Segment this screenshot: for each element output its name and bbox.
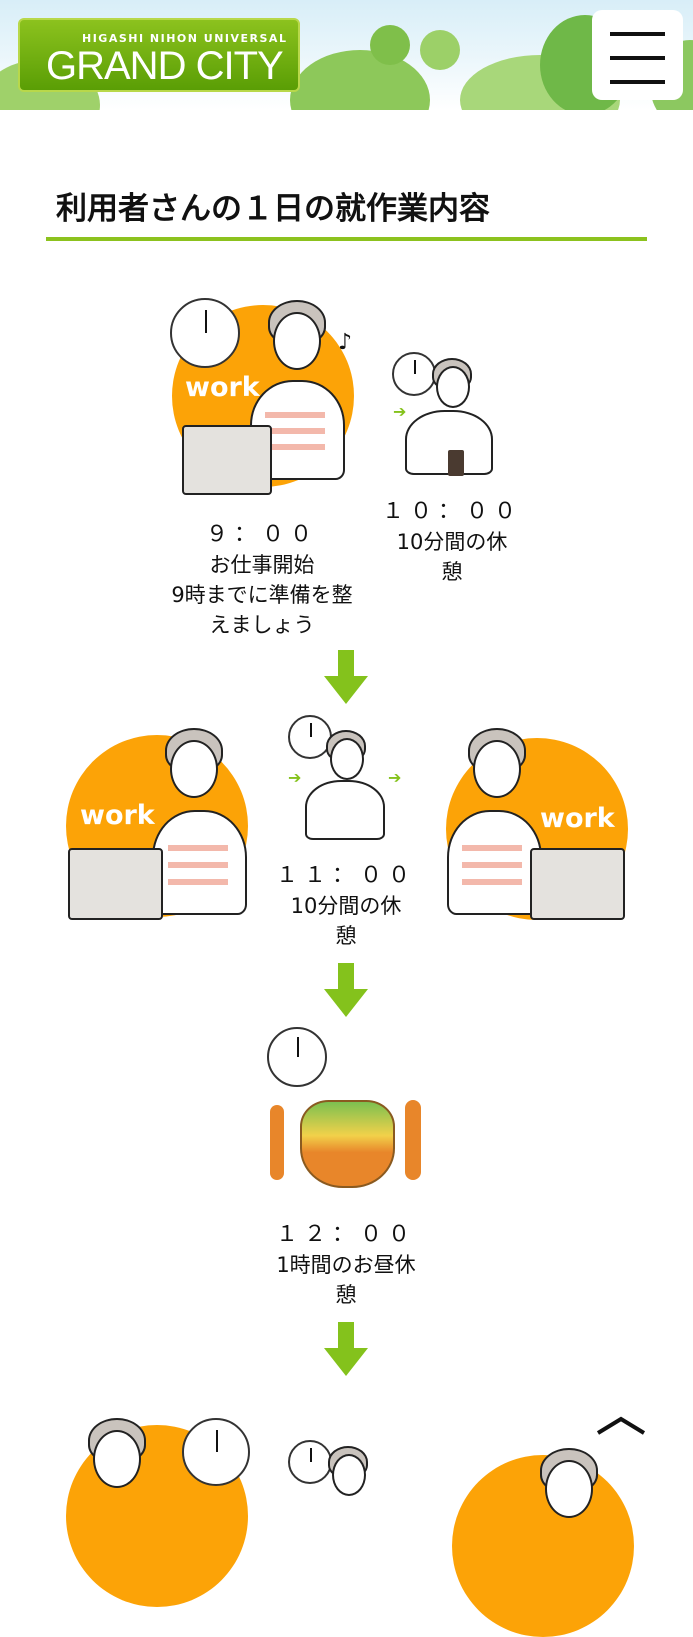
schedule-entry-9: ９：００ お仕事開始 9時までに準備を整 えましょう bbox=[130, 520, 394, 640]
person-figure bbox=[305, 780, 385, 840]
logo-subtitle: HIGASHI NIHON UNIVERSAL bbox=[82, 32, 288, 45]
clock-icon bbox=[288, 1440, 332, 1484]
schedule-entry-12: １２：００ 1時間のお昼休 憩 bbox=[236, 1220, 456, 1310]
spoon-icon bbox=[405, 1100, 421, 1180]
description-line: 9時までに準備を整 bbox=[171, 583, 353, 607]
description-line: 憩 bbox=[335, 1283, 357, 1307]
face bbox=[545, 1460, 593, 1518]
chevron-up-icon bbox=[596, 1416, 646, 1435]
work-label: work bbox=[185, 372, 260, 403]
laptop-icon bbox=[530, 848, 625, 920]
tree-decoration bbox=[290, 50, 430, 110]
time-label: ９：００ bbox=[205, 522, 318, 547]
clock-icon bbox=[288, 715, 332, 759]
down-arrow-icon bbox=[324, 1322, 368, 1378]
clock-icon bbox=[267, 1027, 327, 1087]
face bbox=[332, 1454, 366, 1496]
down-arrow-icon bbox=[324, 963, 368, 1019]
face bbox=[93, 1430, 141, 1488]
description-line: 憩 bbox=[335, 924, 357, 948]
face bbox=[273, 312, 321, 370]
title-divider bbox=[46, 237, 647, 241]
hamburger-icon bbox=[610, 56, 665, 60]
laptop-icon bbox=[182, 425, 272, 495]
hamburger-icon bbox=[610, 32, 665, 36]
clock-icon bbox=[170, 298, 240, 368]
green-arrow-icon: ➔ bbox=[388, 768, 402, 787]
schedule-entry-10: １０：００ 10分間の休 憩 bbox=[372, 497, 532, 587]
site-header: HIGASHI NIHON UNIVERSAL GRAND CITY bbox=[0, 0, 693, 110]
fork-icon bbox=[270, 1105, 284, 1180]
schedule-entry-11: １１：００ 10分間の休 憩 bbox=[266, 861, 426, 951]
description-line: お仕事開始 bbox=[209, 553, 315, 577]
work-label: work bbox=[540, 803, 615, 834]
tree-decoration bbox=[420, 30, 460, 70]
bento-box-icon bbox=[300, 1100, 395, 1188]
face bbox=[473, 740, 521, 798]
tree-decoration bbox=[370, 25, 410, 65]
back-to-top-button[interactable] bbox=[596, 1415, 646, 1445]
face bbox=[170, 740, 218, 798]
description-line: えましょう bbox=[209, 613, 315, 637]
menu-button[interactable] bbox=[592, 10, 683, 100]
green-arrow-icon: ➔ bbox=[288, 768, 302, 787]
work-label: work bbox=[80, 800, 155, 831]
laptop-icon bbox=[68, 848, 163, 920]
description-line: 憩 bbox=[441, 560, 463, 584]
clock-icon bbox=[182, 1418, 250, 1486]
page-title: 利用者さんの１日の就作業内容 bbox=[56, 191, 490, 227]
logo-title: GRAND CITY bbox=[46, 44, 284, 88]
description-line: 10分間の休 bbox=[290, 894, 402, 918]
down-arrow-icon bbox=[324, 650, 368, 706]
description-line: 1時間のお昼休 bbox=[276, 1253, 416, 1277]
time-label: １０：００ bbox=[381, 499, 522, 524]
music-note-icon: ♪ bbox=[338, 330, 353, 355]
face bbox=[330, 738, 364, 780]
time-label: １２：００ bbox=[275, 1222, 416, 1247]
green-arrow-icon: ➔ bbox=[393, 402, 407, 421]
hamburger-icon bbox=[610, 80, 665, 84]
time-label: １１：００ bbox=[275, 863, 416, 888]
description-line: 10分間の休 bbox=[396, 530, 508, 554]
clock-icon bbox=[392, 352, 436, 396]
site-logo[interactable]: HIGASHI NIHON UNIVERSAL GRAND CITY bbox=[18, 18, 300, 92]
coffee-cup-icon bbox=[448, 450, 464, 476]
face bbox=[436, 366, 470, 408]
